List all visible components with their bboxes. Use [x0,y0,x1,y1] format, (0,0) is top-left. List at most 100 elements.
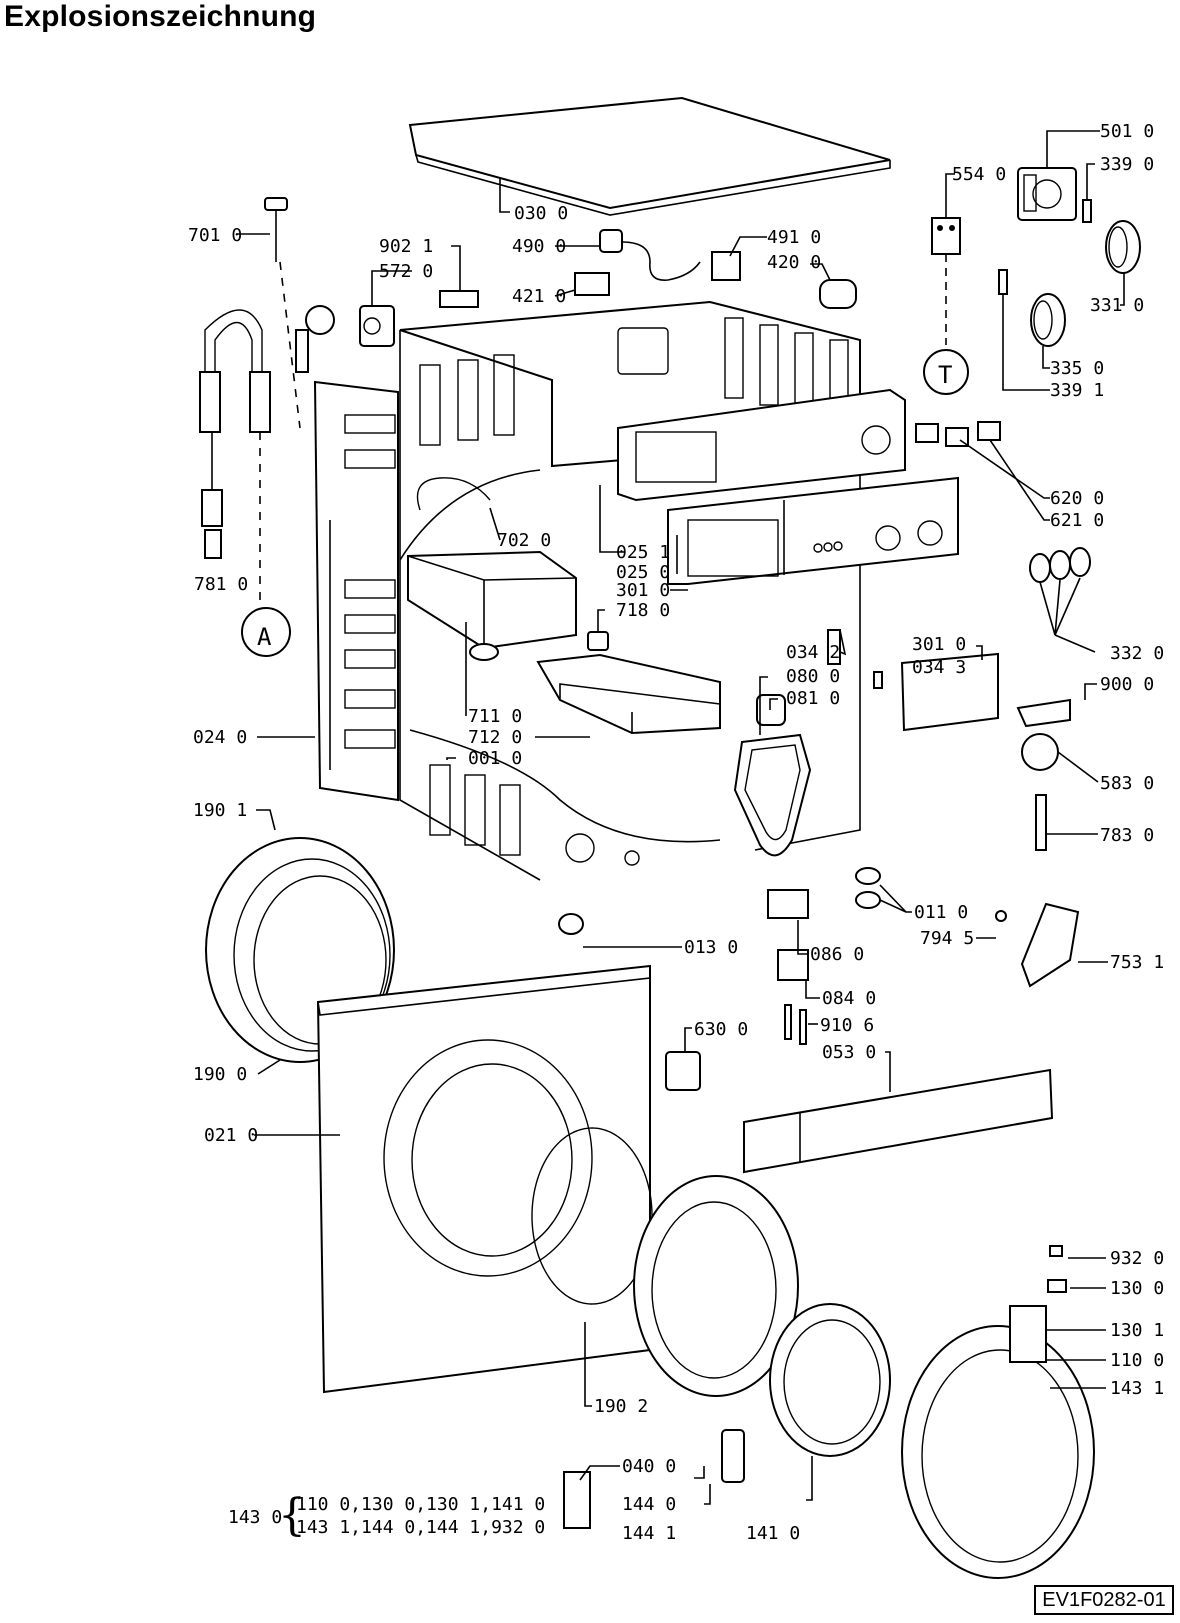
callout-501-0: 501 0 [1100,121,1154,142]
part-144 [721,1429,745,1483]
part-pump-080-081 [733,694,812,857]
part-inlet-valve [295,305,395,373]
callout-001-0: 001 0 [468,748,522,769]
kit-label: 143 0 [228,1507,282,1528]
callout-701-0: 701 0 [188,225,242,246]
callout-110-0: 110 0 [1110,1350,1164,1371]
part-plinth [743,1068,1054,1174]
callout-339-0: 339 0 [1100,154,1154,175]
callout-630-0: 630 0 [694,1019,748,1040]
part-mains-cable [599,229,701,281]
part-pump-753 [1020,902,1080,988]
part-door-frame [633,1175,799,1397]
callout-712-0: 712 0 [468,727,522,748]
part-794-5 [995,910,1007,922]
callout-583-0: 583 0 [1100,773,1154,794]
callout-080-0: 080 0 [786,666,840,687]
callout-084-0: 084 0 [822,988,876,1009]
kit-line-1: 110 0,130 0,130 1,141 0 [296,1494,545,1515]
callout-030-0: 030 0 [514,203,568,224]
part-control-panel [667,476,959,585]
part-084 [777,949,809,981]
callout-034-2: 034 2 [786,642,840,663]
callout-141-0: 141 0 [746,1523,800,1544]
callout-783-0: 783 0 [1100,825,1154,846]
part-drain-hose-702 [416,477,491,511]
callout-491-0: 491 0 [767,227,821,248]
part-door-glass [769,1303,891,1457]
callout-572-0: 572 0 [379,261,433,282]
part-timer [1017,167,1077,221]
callout-781-0: 781 0 [194,574,248,595]
part-086 [767,889,809,919]
part-pressure-switch [1021,733,1059,771]
part-pin-339-1 [998,269,1008,295]
callout-335-0: 335 0 [1050,358,1104,379]
part-plug-421 [574,272,610,296]
callout-301-0a: 301 0 [616,580,670,601]
callout-702-0: 702 0 [497,530,551,551]
callout-620-0: 620 0 [1050,488,1104,509]
part-783 [1035,794,1047,851]
callout-718-0: 718 0 [616,600,670,621]
callout-190-1: 190 1 [193,800,247,821]
callout-190-0: 190 0 [193,1064,247,1085]
part-screw-339-0 [1082,199,1092,223]
callout-621-0: 621 0 [1050,510,1104,531]
part-screws-910 [784,1004,807,1045]
part-inlet-hose [199,197,301,600]
callout-902-1: 902 1 [379,236,433,257]
callout-331-0: 331 0 [1090,295,1144,316]
callout-910-6: 910 6 [820,1015,874,1036]
part-door-lock [665,1051,701,1091]
part-hinge [563,1471,591,1529]
callout-711-0: 711 0 [468,706,522,727]
callout-420-0: 420 0 [767,252,821,273]
part-718 [587,631,609,651]
part-knobs-332 [1029,547,1091,583]
part-013 [558,913,584,935]
part-capacitor [819,279,857,309]
part-switch-554 [931,217,961,345]
callout-900-0: 900 0 [1100,674,1154,695]
callout-753-1: 753 1 [1110,952,1164,973]
callout-011-0: 011 0 [914,902,968,923]
callout-339-1: 339 1 [1050,380,1104,401]
callout-a: A [257,623,272,651]
callout-053-0: 053 0 [822,1042,876,1063]
callout-932-0: 932 0 [1110,1248,1164,1269]
callout-143-1: 143 1 [1110,1378,1164,1399]
callout-301-0b: 301 0 [912,634,966,655]
callout-190-2: 190 2 [594,1396,648,1417]
part-dispenser-housing [407,550,577,661]
part-knob-335 [1030,293,1066,347]
callout-130-1: 130 1 [1110,1320,1164,1341]
part-door-outer-ring [901,1325,1095,1579]
part-bracket-902 [439,290,479,308]
part-front-panel [316,964,653,1394]
part-interference-filter [711,251,741,281]
part-034-2 [827,629,841,665]
callout-144-0: 144 0 [622,1494,676,1515]
kit-line-2: 143 1,144 0,144 1,932 0 [296,1517,545,1538]
part-top-lid [408,96,891,216]
callout-794-5: 794 5 [920,928,974,949]
callout-130-0: 130 0 [1110,1278,1164,1299]
part-900 [1016,698,1071,728]
part-control-frame [617,388,906,502]
callout-086-0: 086 0 [810,944,864,965]
callout-490-0: 490 0 [512,236,566,257]
leader-lines [237,130,1125,1505]
part-switch-620-621 [915,421,1001,447]
callout-013-0: 013 0 [684,937,738,958]
callout-081-0: 081 0 [786,688,840,709]
callout-332-0: 332 0 [1110,643,1164,664]
part-panel-cover [873,652,999,732]
kit-brace-icon: { [278,1490,306,1541]
part-rear-panel [313,380,399,802]
callout-t: T [938,361,952,389]
part-door-handle-set [1009,1245,1067,1363]
drawing-code-box: EV1F0282-01 [1034,1585,1174,1615]
connector-t-marker [923,349,969,395]
